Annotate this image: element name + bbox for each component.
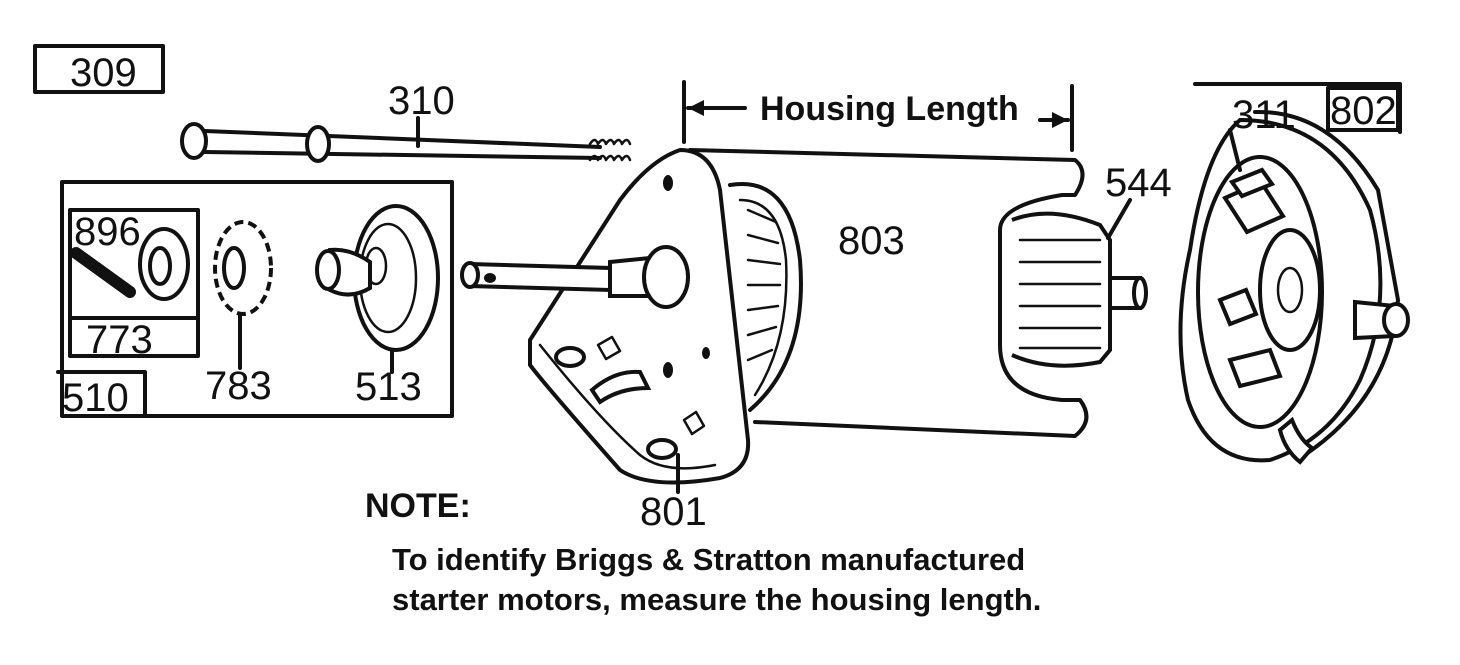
label-783: 783 — [205, 364, 272, 408]
part-801-drive-end-cap: 801 — [460, 147, 751, 534]
label-801: 801 — [640, 490, 707, 534]
label-803: 803 — [838, 219, 905, 263]
label-802: 802 — [1330, 89, 1397, 133]
note-line-1: To identify Briggs & Stratton manufactur… — [392, 542, 1026, 577]
part-310-through-bolt: 310 — [180, 79, 632, 163]
housing-length-dimension: Housing Length — [682, 80, 1074, 152]
note-heading: NOTE: — [365, 487, 471, 525]
label-513: 513 — [355, 365, 422, 409]
part-544-armature: 544 — [1011, 161, 1172, 368]
label-309: 309 — [70, 51, 137, 95]
note-line-2: starter motors, measure the housing leng… — [392, 582, 1042, 617]
label-310: 310 — [388, 79, 455, 123]
label-544: 544 — [1105, 161, 1172, 205]
label-311: 311 — [1232, 93, 1296, 137]
part-309-callout: 309 — [33, 44, 165, 95]
housing-length-label: Housing Length — [760, 90, 1019, 128]
note-text: To identify Briggs & Stratton manufactur… — [392, 540, 1252, 620]
part-802-end-cap: 802 311 — [1178, 82, 1410, 465]
part-510-drive-kit: 510 896 773 783 513 — [56, 180, 454, 420]
part-803-housing: 803 — [688, 148, 1089, 438]
label-510: 510 — [62, 376, 129, 420]
label-773: 773 — [86, 318, 153, 362]
label-896: 896 — [74, 210, 141, 254]
